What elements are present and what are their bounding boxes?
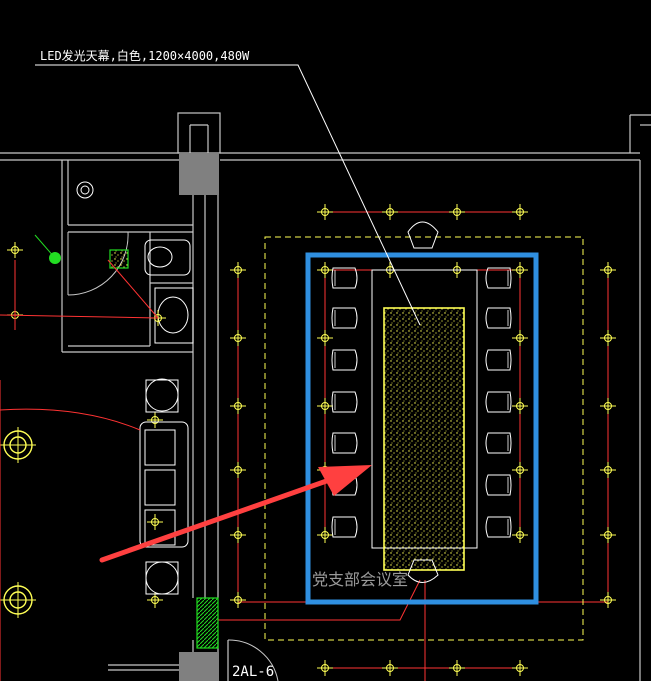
- distribution-box: [196, 597, 219, 649]
- circuit-wiring: [0, 211, 609, 681]
- room-label: 党支部会议室: [312, 570, 408, 589]
- bathroom-fixtures: [76, 181, 194, 344]
- door-swing: [67, 231, 129, 296]
- annotation-leader: [35, 64, 421, 326]
- lounge-furniture: [139, 378, 189, 595]
- circuit-label: 2AL-6: [232, 664, 274, 680]
- exhaust-fan-icon: [109, 249, 129, 269]
- structural-column: [179, 652, 219, 681]
- led-ceiling-panel: [383, 307, 465, 571]
- chairs-left: [331, 267, 358, 538]
- chairs-right: [485, 267, 512, 538]
- pointer-arrow: [99, 465, 372, 563]
- door-swing: [227, 639, 279, 681]
- chair-head: [407, 221, 439, 249]
- chair-foot: [407, 559, 439, 583]
- conference-table: [331, 221, 512, 583]
- ceiling-outline: [264, 236, 584, 641]
- highlight-box: [305, 252, 539, 605]
- led-annotation: LED发光天幕,白色,1200×4000,480W: [40, 48, 250, 63]
- walls: [0, 112, 651, 681]
- structural-column: [179, 153, 219, 195]
